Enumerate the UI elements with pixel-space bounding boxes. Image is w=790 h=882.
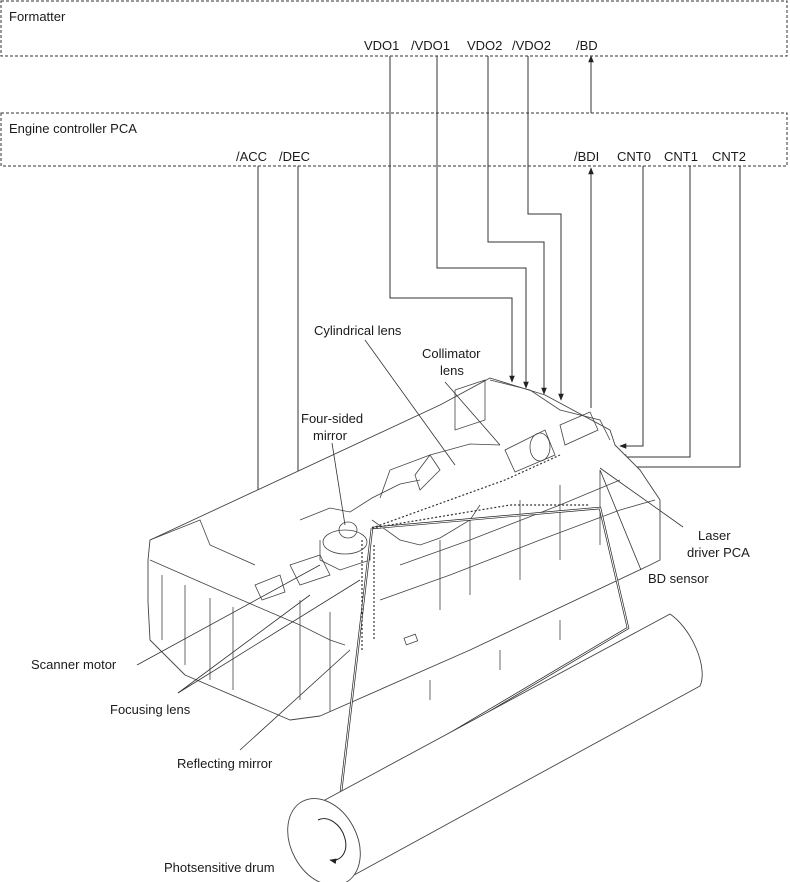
wire-cnt0 [619,166,644,449]
label-focusing-lens: Focusing lens [110,702,191,717]
signal-cnt1: CNT1 [664,149,698,164]
wire-cnt1 [619,166,691,460]
signal-bdi: /BDI [574,149,599,164]
label-bd-sensor: BD sensor [648,571,709,586]
signal-dec: /DEC [279,149,310,164]
wire-vdo1 [389,56,515,383]
label-reflecting-mirror: Reflecting mirror [177,756,273,771]
label-cylindrical-lens: Cylindrical lens [314,323,402,338]
label-laser-driver-line2: driver PCA [687,545,750,560]
component-labels: Cylindrical lens Collimator lens Four-si… [31,323,750,875]
signal-vdo1-inv: /VDO1 [411,38,450,53]
signal-cnt2: CNT2 [712,149,746,164]
label-collimator-lens-line2: lens [440,363,464,378]
label-photosensitive-drum: Photsensitive drum [164,860,275,875]
engine-controller-box: Engine controller PCA /ACC /DEC /BDI CNT… [0,112,788,167]
signal-bd: /BD [576,38,598,53]
formatter-box: Formatter VDO1 /VDO1 VDO2 /VDO2 /BD [0,0,788,57]
wire-vdo1-inv [436,56,529,389]
engine-controller-title: Engine controller PCA [9,121,137,136]
label-four-sided-mirror-line2: mirror [313,428,348,443]
scanner-frame [147,377,661,721]
four-sided-mirror-part [338,521,358,539]
signal-vdo2: VDO2 [467,38,502,53]
wire-vdo2-inv [527,56,564,401]
formatter-title: Formatter [9,9,66,24]
label-laser-driver-line1: Laser [698,528,731,543]
wire-cnt2 [619,166,741,470]
signal-vdo2-inv: /VDO2 [512,38,551,53]
signal-acc: /ACC [236,149,267,164]
laser-beam-path [337,454,630,802]
leader-lines [136,339,684,751]
wire-vdo2 [487,56,547,395]
signal-vdo1: VDO1 [364,38,399,53]
signal-cnt0: CNT0 [617,149,651,164]
label-scanner-motor: Scanner motor [31,657,117,672]
scanner-unit [147,377,661,721]
label-four-sided-mirror-line1: Four-sided [301,411,363,426]
photosensitive-drum [287,613,703,882]
label-collimator-lens-line1: Collimator [422,346,481,361]
